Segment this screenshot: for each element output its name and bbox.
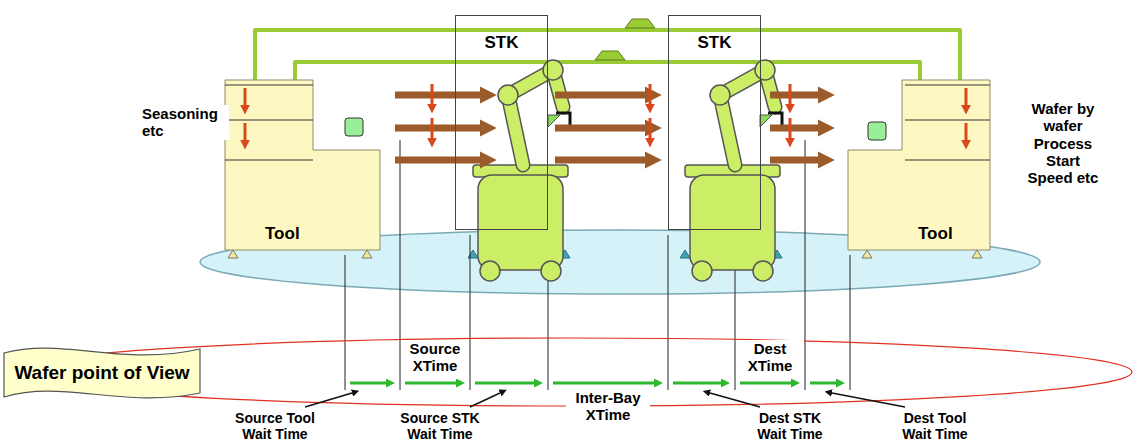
delay-arrows — [431, 118, 434, 138]
note-text: Wafer by wafer Process Start Speed etc — [1025, 100, 1101, 186]
divider-lines — [345, 255, 346, 390]
stocker-outline — [456, 16, 548, 230]
overhead-vehicle — [595, 51, 625, 60]
timeline-arrows — [350, 382, 386, 385]
tool-body — [225, 80, 380, 250]
transfer-arrows — [555, 125, 645, 132]
tool-body — [848, 80, 990, 250]
transfer-arrows — [770, 92, 818, 99]
transfer-arrows — [555, 92, 645, 99]
timeline-arrows — [405, 382, 456, 385]
robot-vehicle — [685, 60, 782, 281]
timeline-arrows — [475, 382, 534, 385]
delay-arrows — [789, 118, 792, 138]
transfer-arrows — [770, 125, 818, 132]
delay-arrows — [649, 84, 652, 104]
divider-lines — [668, 235, 669, 390]
divider-lines — [805, 140, 806, 390]
transfer-arrows — [395, 95, 818, 160]
note-text: Seasoning etc — [140, 105, 229, 140]
time-label: Dest XTime — [736, 340, 804, 375]
process-tool: Tool — [225, 80, 380, 250]
node-label: Tool — [265, 224, 300, 244]
delay-arrows — [649, 118, 652, 138]
timeline-arrows — [553, 382, 654, 385]
transfer-arrows — [395, 157, 480, 164]
load-port — [345, 118, 886, 140]
node-label: STK — [485, 33, 519, 53]
wait-label: Source STK Wait Time — [393, 410, 487, 442]
step-line — [225, 160, 313, 161]
wait-label: Source Tool Wait Time — [228, 410, 322, 442]
rail-track — [295, 62, 920, 80]
transfer-arrows — [395, 92, 480, 99]
wait-label: Dest STK Wait Time — [743, 410, 837, 442]
step-line — [225, 85, 313, 86]
transfer-arrows — [555, 157, 645, 164]
timeline-arrows — [350, 382, 836, 385]
rail-track — [255, 30, 960, 80]
leader-arrows — [470, 393, 500, 407]
transfer-arrows — [395, 125, 480, 132]
node-label: Wafer point of View — [14, 362, 189, 384]
step-line — [905, 160, 990, 161]
overhead-vehicle — [595, 19, 655, 60]
stocker-box: STK — [668, 15, 761, 230]
delay-arrows — [789, 84, 792, 104]
wait-label: Dest Tool Wait Time — [888, 410, 982, 442]
delay-arrow — [244, 88, 247, 105]
stocker-outline — [669, 16, 761, 230]
flag-outline — [4, 348, 200, 398]
stocker-box: STK — [455, 15, 548, 230]
node-label: STK — [698, 33, 732, 53]
timeline-arrows — [810, 382, 836, 385]
time-label: Source XTime — [401, 340, 469, 375]
leader-arrows — [832, 393, 905, 407]
step-line — [905, 120, 990, 121]
time-label: Inter-Bay XTime — [566, 389, 650, 424]
floor-platform — [228, 250, 982, 258]
delay-arrows — [432, 84, 790, 138]
delay-arrow — [244, 123, 247, 140]
step-line — [905, 85, 990, 86]
banner-flag: Wafer point of View — [4, 345, 200, 401]
delay-arrow — [965, 123, 968, 140]
node-label: Tool — [918, 224, 953, 244]
timeline-arrows — [673, 382, 721, 385]
process-tool: Tool — [848, 80, 990, 250]
leader-arrows — [710, 393, 760, 407]
load-port — [345, 118, 363, 136]
leader-arrows — [305, 393, 352, 407]
divider-lines — [850, 255, 851, 390]
overhead-vehicle — [625, 19, 655, 28]
load-port — [868, 122, 886, 140]
delay-arrows — [431, 84, 434, 104]
node-outline — [225, 80, 380, 250]
transfer-arrows — [770, 157, 818, 164]
robot-vehicle — [473, 60, 782, 281]
delay-arrow — [965, 88, 968, 105]
timeline-arrows — [740, 382, 791, 385]
step-line — [225, 120, 313, 121]
divider-lines — [470, 235, 471, 390]
